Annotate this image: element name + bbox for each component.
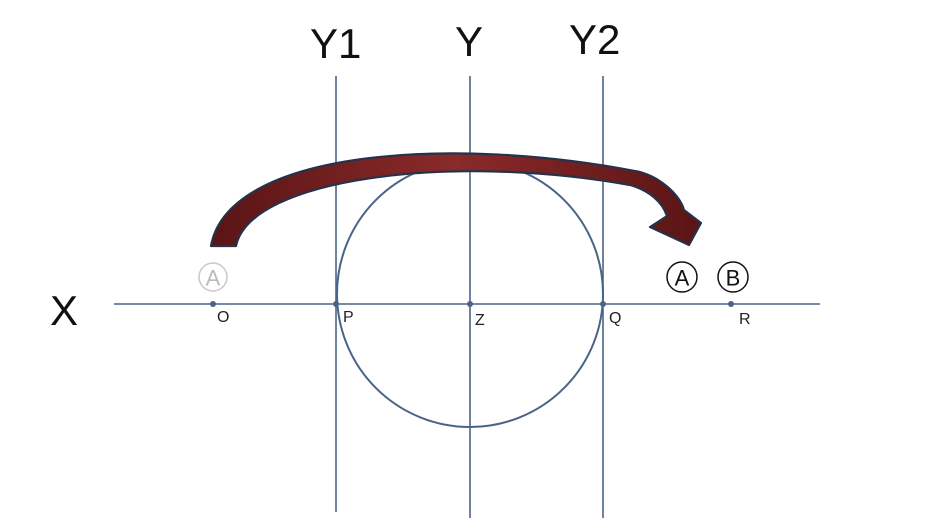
circled-marker-a: A [666,261,698,293]
faded-marker-a: A [198,262,228,292]
point-p [333,301,339,307]
point-label-z: Z [475,312,485,329]
point-label-o: O [217,309,229,326]
faded-marker-a-text: A [206,266,221,291]
point-q [600,301,606,307]
point-label-q: Q [609,310,621,327]
circled-marker-b-text: B [726,266,741,291]
x-axis-label: X [50,287,78,334]
point-o [210,301,216,307]
point-label-r: R [739,311,751,328]
y-axis-label: Y [455,18,483,65]
curved-arrow [209,152,703,248]
y1-axis-label: Y1 [310,20,361,67]
y2-axis-label: Y2 [569,16,620,63]
circled-marker-a-text: A [675,266,690,291]
point-label-p: P [343,309,354,326]
point-z [467,301,473,307]
point-r [728,301,734,307]
circled-marker-b: B [717,261,749,293]
